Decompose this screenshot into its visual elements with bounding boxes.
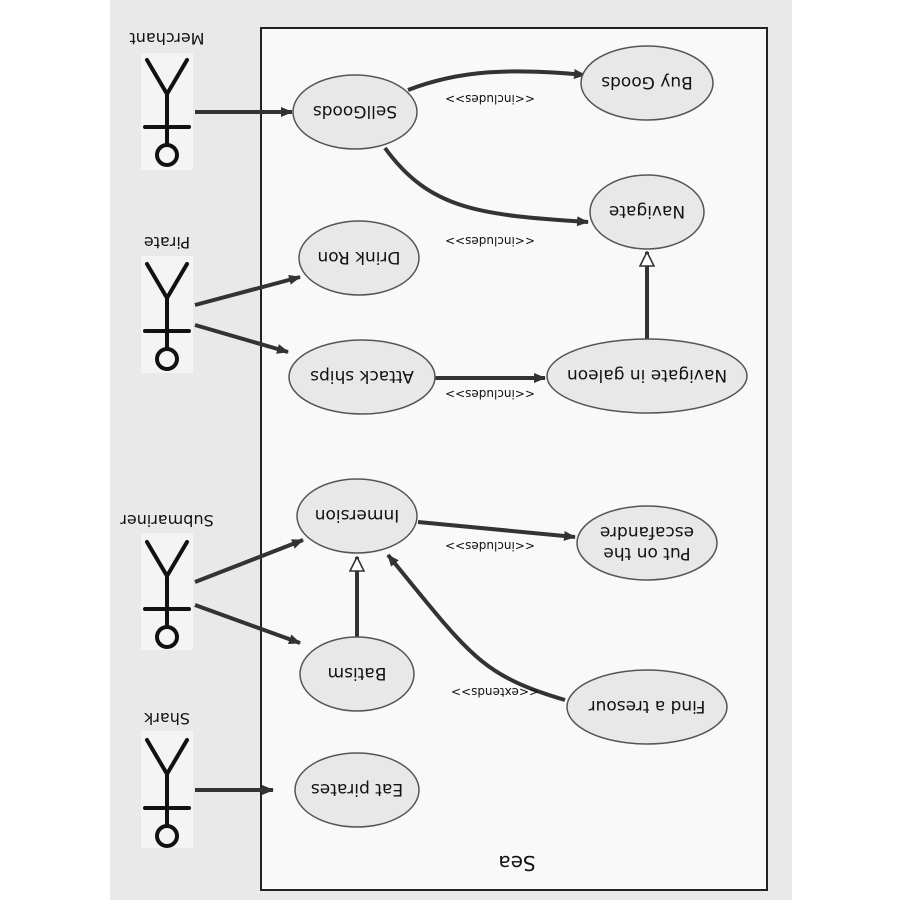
use-case-batism[interactable]: Batism xyxy=(299,636,415,712)
use-case-navigate[interactable]: Navigate xyxy=(589,174,705,250)
use-case-label: Navigate xyxy=(609,201,685,221)
assoc-submariner-batism xyxy=(194,603,301,645)
include-inmersion-escafandre xyxy=(417,520,576,541)
use-case-label-line2: escafandre xyxy=(600,522,694,542)
use-case-eat-pirates[interactable]: Eat pirates xyxy=(294,752,420,828)
use-case-find-tresour[interactable]: Find a tresour xyxy=(566,669,728,745)
actor-label-merchant: Merchant xyxy=(129,29,204,48)
actor-label-shark: Shark xyxy=(143,709,190,728)
actor-pirate[interactable]: Pirate xyxy=(141,233,193,373)
stereotype-label-3: <<includes>> xyxy=(445,387,535,401)
stereotype-label-2: <<includes>> xyxy=(445,234,535,248)
use-case-inmersion[interactable]: Inmersion xyxy=(296,478,418,554)
include-sellgoods-buygoods xyxy=(407,69,586,92)
extend-tresour-inmersion xyxy=(386,553,566,702)
use-case-label: Inmersion xyxy=(315,505,400,525)
assoc-pirate-attack-ships xyxy=(194,323,289,354)
use-case-label: Navigate in galeon xyxy=(567,365,727,385)
system-boundary-label: Sea xyxy=(498,851,535,875)
actor-label-pirate: Pirate xyxy=(144,233,190,252)
use-case-label: Batism xyxy=(328,663,387,683)
use-case-label: Buy Goods xyxy=(601,72,693,92)
use-case-label: Eat pirates xyxy=(311,779,403,799)
stereotype-label-1: <<includes>> xyxy=(445,92,535,106)
use-case-label: SellGoods xyxy=(313,101,397,121)
assoc-submariner-inmersion xyxy=(194,538,304,584)
use-case-drink-ron[interactable]: Drink Ron xyxy=(298,220,420,296)
actor-shark[interactable]: Shark xyxy=(141,709,193,848)
use-case-label-line1: Put on the xyxy=(603,543,690,563)
assoc-pirate-drink-ron xyxy=(194,275,301,307)
actor-merchant[interactable]: Merchant xyxy=(129,29,205,170)
use-case-buy-goods[interactable]: Buy Goods xyxy=(580,45,714,121)
use-case-navigate-galeon[interactable]: Navigate in galeon xyxy=(546,338,748,414)
use-case-label: Find a tresour xyxy=(589,696,706,716)
use-case-label: Attack ships xyxy=(310,366,414,386)
system-boundary xyxy=(260,27,768,891)
use-case-escafandre[interactable]: Put on the escafandre xyxy=(576,505,718,581)
stereotype-label-4: <<includes>> xyxy=(445,539,535,553)
use-case-sell-goods[interactable]: SellGoods xyxy=(292,74,418,150)
stereotype-label-5: <<extends>> xyxy=(451,685,539,699)
use-case-attack-ships[interactable]: Attack ships xyxy=(288,339,436,415)
actor-submariner[interactable]: Submariner xyxy=(120,511,214,650)
actor-label-submariner: Submariner xyxy=(120,511,214,530)
include-sellgoods-navigate xyxy=(383,146,589,227)
use-case-label: Drink Ron xyxy=(317,247,400,267)
